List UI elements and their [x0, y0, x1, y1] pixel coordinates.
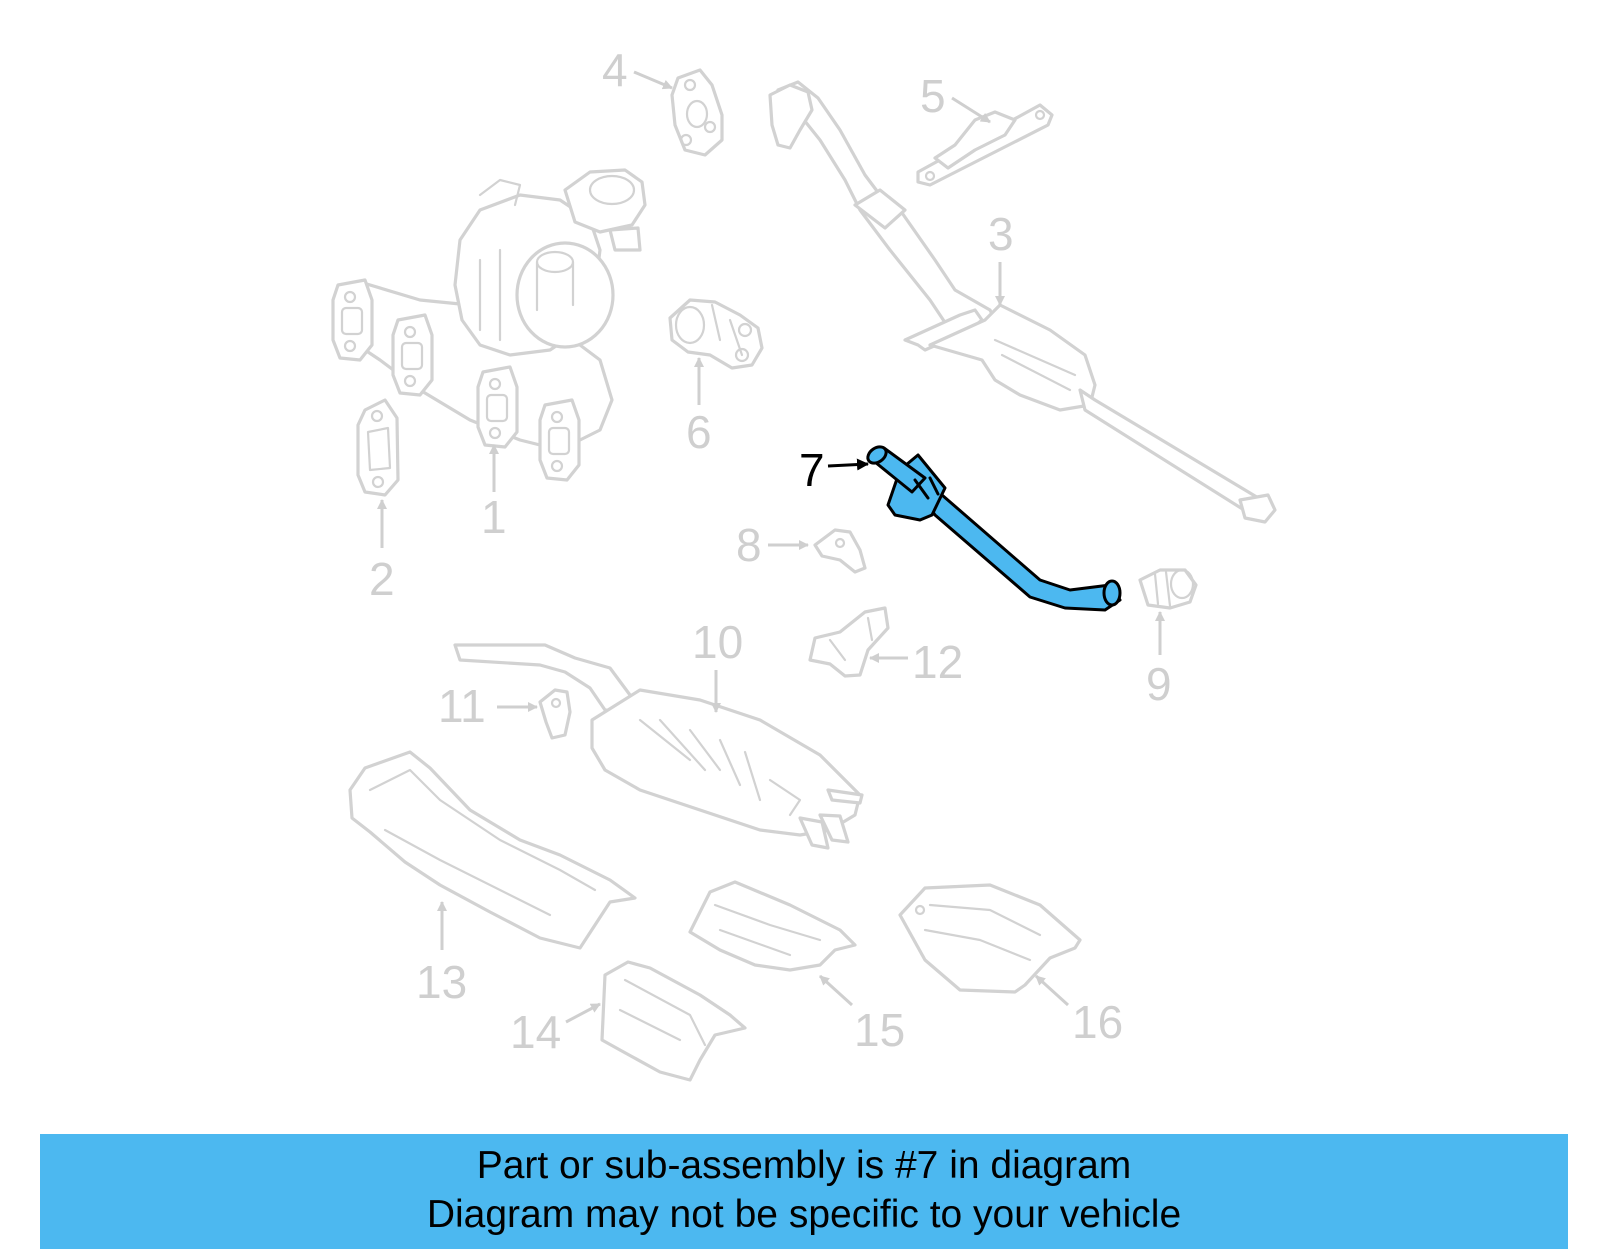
callout-8: 8 [736, 519, 762, 571]
part-9-clamp [1138, 568, 1198, 610]
part-10-muffler [453, 643, 864, 850]
banner-line-part-info: Part or sub-assembly is #7 in diagram [476, 1144, 1132, 1187]
callout-9: 9 [1146, 658, 1172, 710]
part-1-turbo-manifold [331, 168, 647, 482]
part-16-heat-shield [898, 883, 1082, 994]
callout-15: 15 [854, 1004, 905, 1056]
leader-16 [1034, 974, 1070, 1007]
callout-1: 1 [481, 491, 507, 543]
part-6-clamp [668, 298, 764, 370]
part-3-front-pipe-catalyst [768, 80, 1277, 524]
callout-3: 3 [988, 208, 1014, 260]
part-2-gasket [356, 398, 400, 497]
callout-12: 12 [912, 636, 963, 688]
part-15-heat-shield [688, 880, 857, 972]
callout-11: 11 [438, 680, 486, 732]
callouts: 4 5 3 6 1 2 7 8 9 10 11 12 13 14 15 16 [369, 44, 1172, 1058]
leader-14 [565, 1002, 601, 1024]
part-7-intermediate-pipe-highlighted [866, 445, 1122, 612]
callout-10: 10 [692, 616, 743, 668]
part-14-heat-shield [600, 960, 747, 1082]
leader-5 [951, 96, 991, 124]
leader-15 [818, 974, 854, 1007]
info-banner: Part or sub-assembly is #7 in diagram Di… [40, 1134, 1568, 1249]
part-11-hanger [538, 688, 572, 740]
leader-4 [633, 70, 673, 90]
part-12-bracket [808, 606, 890, 678]
callout-4: 4 [602, 44, 628, 96]
leader-7 [827, 458, 869, 471]
callout-7: 7 [799, 444, 825, 496]
callout-14: 14 [510, 1006, 561, 1058]
part-8-bracket [813, 528, 867, 574]
callout-5: 5 [920, 70, 946, 122]
part-4-flange-gasket [670, 68, 724, 157]
callout-2: 2 [369, 553, 395, 605]
callout-16: 16 [1072, 996, 1123, 1048]
part-5-bracket [916, 103, 1054, 187]
part-13-heat-shield [348, 750, 637, 950]
callout-13: 13 [416, 956, 467, 1008]
callout-6: 6 [686, 406, 712, 458]
banner-line-disclaimer: Diagram may not be specific to your vehi… [426, 1193, 1182, 1236]
